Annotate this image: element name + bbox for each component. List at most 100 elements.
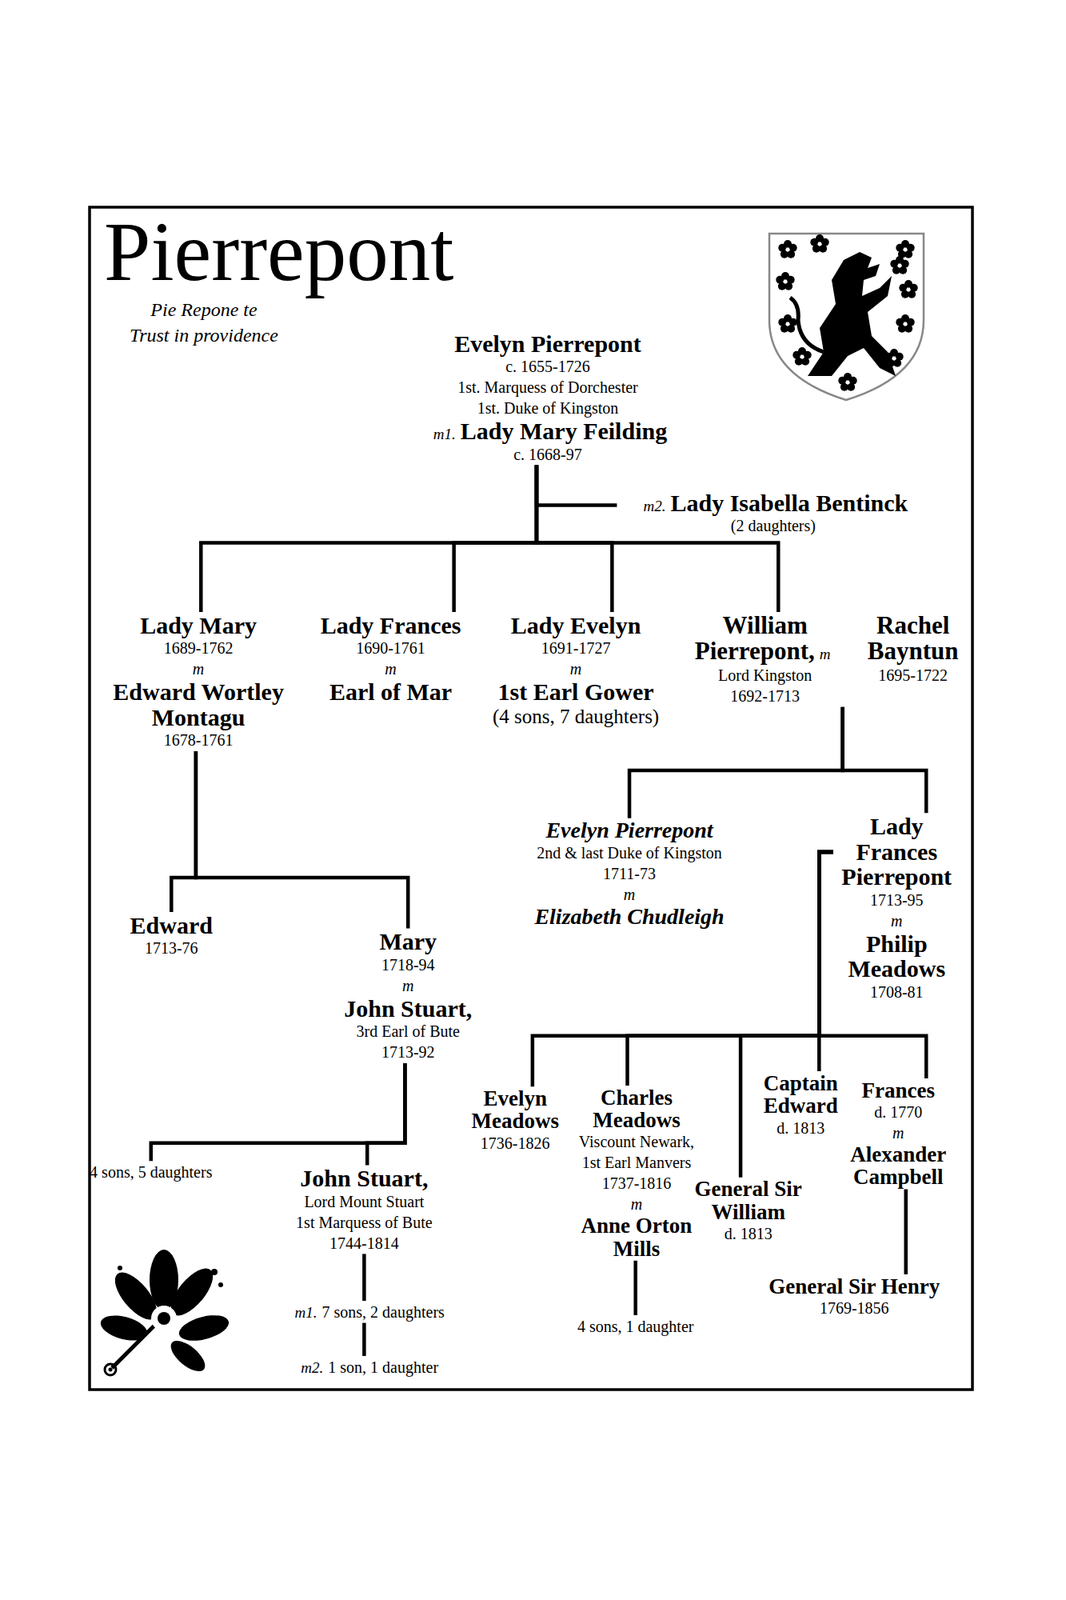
cinquefoil — [884, 348, 903, 368]
person-entry: m1.7 sons, 2 daughters — [255, 1298, 480, 1325]
person-text: 1st Marquess of Bute — [262, 1211, 467, 1233]
person-entry: m2.Lady Isabella Bentinck(2 daughters) — [614, 487, 931, 539]
person-text: c. 1655-1726 — [395, 355, 702, 377]
marriage-mark: m — [93, 658, 303, 679]
person-text: 1736-1826 — [459, 1132, 571, 1154]
cinquefoil — [895, 239, 915, 259]
person-text: d. 1813 — [679, 1222, 818, 1244]
marriage-mark: m — [507, 883, 752, 905]
descent-line — [536, 467, 615, 506]
person-text: 4 sons, 5 daughters — [84, 1161, 218, 1182]
person-text: Captain Edward — [750, 1071, 853, 1118]
person-text: 1713-95 — [831, 889, 963, 911]
petal — [165, 1334, 210, 1377]
descent-line — [626, 851, 831, 1084]
person-text: Lord Kingston — [673, 664, 858, 686]
person-text: Lord Mount Stuart — [262, 1190, 467, 1212]
marriage-mark: m — [306, 974, 511, 996]
person-text: Alexander Campbell — [834, 1142, 962, 1189]
marriage-mark: m1. — [295, 1303, 318, 1321]
descent-line — [171, 752, 196, 911]
descent-line — [633, 1261, 638, 1314]
person-entry: Edward1713-76 — [110, 910, 233, 962]
person-text: Evelyn Meadows — [459, 1086, 571, 1133]
person-text: 1st Earl Manvers — [572, 1151, 702, 1173]
person-text: (4 sons, 7 daughters) — [471, 704, 680, 729]
flower-centre — [157, 1311, 171, 1325]
person-entry: John Stuart,Lord Mount Stuart1st Marques… — [262, 1162, 467, 1256]
person-text: Anne Orton Mills — [572, 1213, 702, 1260]
column: William Pierrepont,mLord Kingston1692-17… — [673, 612, 858, 707]
marriage-mark: m — [819, 645, 831, 663]
descent-line — [536, 467, 612, 611]
person-text: John Stuart, — [262, 1165, 467, 1191]
person-text: (2 daughters) — [614, 515, 931, 536]
person-text: Edward Wortley Montagu — [93, 678, 303, 730]
person-entry: Lady Frances Pierrepont1713-95mPhilip Me… — [831, 810, 963, 1005]
person-text: 1678-1761 — [93, 729, 303, 751]
cinquefoil — [778, 239, 797, 259]
person-text: Lady Isabella Bentinck — [670, 489, 909, 516]
person-entry: Lady Mary1689-1762mEdward Wortley Montag… — [93, 610, 303, 754]
petal — [97, 1310, 150, 1346]
motto: Pie Repone te — [99, 299, 308, 320]
person-text: 2nd & last Duke of Kingston — [507, 842, 752, 863]
person-text: Lady Evelyn — [471, 612, 680, 639]
dot — [218, 1281, 224, 1287]
coat-of-arms — [769, 233, 924, 400]
person-entry: Evelyn Pierrepont2nd & last Duke of King… — [507, 815, 752, 931]
person-text: Lady Mary Feilding — [460, 417, 667, 444]
marriage-mark: m — [471, 658, 680, 679]
cinquefoil — [778, 314, 797, 333]
person-text: Rachel Bayntun — [856, 612, 969, 665]
motto: Trust in providence — [99, 324, 308, 346]
person-text: d. 1770 — [834, 1101, 962, 1122]
person-text: Evelyn Pierrepont — [395, 331, 702, 357]
person-text: Frances — [834, 1078, 962, 1102]
person-text: 1st. Duke of Kingston — [395, 397, 702, 419]
dot — [211, 1268, 218, 1275]
person-entry: m2.1 son, 1 daughter — [255, 1353, 480, 1380]
person-text: 1769-1856 — [739, 1297, 970, 1318]
descent-line — [903, 1190, 908, 1273]
cinquefoil — [810, 234, 829, 253]
flower-ornament — [97, 1249, 232, 1377]
person-text: Earl of Mar — [309, 678, 473, 705]
person-text: General Sir William — [679, 1177, 818, 1223]
marriage-mark: m — [572, 1193, 702, 1214]
marriage-mark: m2. — [300, 1358, 324, 1376]
marriage-mark: m1. — [433, 425, 456, 443]
person-text: 1692-1713 — [673, 685, 858, 707]
person-text: 1691-1727 — [471, 637, 680, 659]
cinquefoil — [838, 372, 857, 392]
frame — [89, 207, 973, 1390]
person-entry: Lady Frances1690-1761mEarl of Mar — [309, 610, 473, 707]
descent-line — [532, 851, 832, 1085]
descent-line — [536, 467, 779, 611]
diagram-title: Pierrepont — [103, 209, 454, 294]
person-text: Charles Meadows — [572, 1085, 702, 1132]
cinquefoil — [890, 255, 909, 275]
person-text: Lady Frances Pierrepont — [831, 813, 963, 890]
shield — [769, 233, 924, 400]
person-text: 1st Earl Gower — [471, 678, 680, 705]
person-text: c. 1668-97 — [395, 443, 702, 465]
person-text: Lady Frances — [309, 612, 473, 639]
person-entry: 4 sons, 5 daughters — [84, 1158, 218, 1185]
person-entry: Lady Evelyn1691-1727m1st Earl Gower(4 so… — [471, 610, 680, 731]
person-text: Elizabeth Chudleigh — [507, 904, 752, 928]
person-entry: General Sir Williamd. 1813 — [679, 1174, 818, 1246]
person-text: 1708-81 — [831, 981, 963, 1003]
person-text: 7 sons, 2 daughters — [322, 1302, 445, 1321]
person-entry: 4 sons, 1 daughter — [543, 1313, 728, 1339]
descent-line — [362, 1324, 367, 1354]
person-entry: Captain Edwardd. 1813 — [750, 1069, 853, 1141]
cinquefoil — [898, 279, 918, 299]
person-text: John Stuart, — [306, 995, 511, 1022]
descent-line — [367, 1064, 405, 1163]
person-entry: Evelyn Pierrepontc. 1655-17261st. Marque… — [395, 328, 702, 468]
column: Rachel Bayntun1695-1722 — [856, 612, 969, 707]
person-entry: Evelyn Meadows1736-1826 — [459, 1084, 571, 1156]
person-text: 1695-1722 — [856, 664, 969, 686]
